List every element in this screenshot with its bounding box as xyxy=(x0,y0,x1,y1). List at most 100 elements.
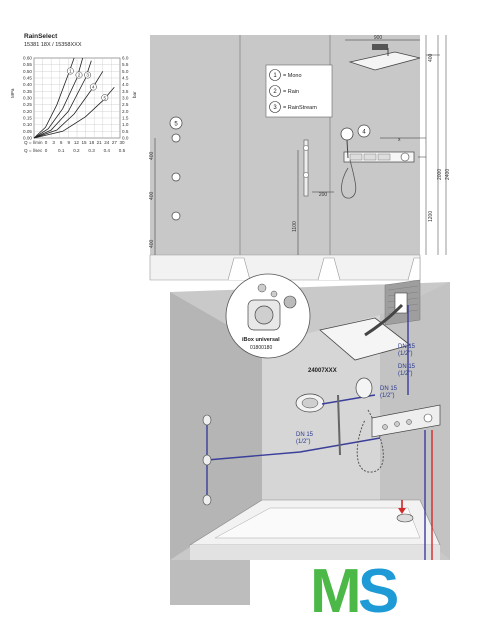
dn-label-inch: (1/2") xyxy=(398,351,412,357)
ibox-part-1 xyxy=(257,283,267,293)
chart-series-marker-5 xyxy=(101,94,109,102)
logo-letter-s: S xyxy=(358,557,399,626)
body-jet-upper xyxy=(202,414,212,426)
chart-series-marker-4 xyxy=(89,83,97,91)
dimension-lines xyxy=(154,35,447,255)
pipe-size-labels: DN 15(1/2")DN 15(1/2")DN 15(1/2")DN 15(1… xyxy=(296,344,416,445)
chart-y-tick-right: 2.0 xyxy=(122,109,129,114)
chart-x-tick-row1: 18 xyxy=(89,140,95,145)
legend-number: 1 xyxy=(273,73,277,79)
callout-5 xyxy=(169,116,183,130)
chart-x-tick-row2: 0.2 xyxy=(73,148,80,153)
chart-x-row1-label: Q = l/min xyxy=(24,140,43,145)
chart-y-tick-left: 0.25 xyxy=(23,102,32,107)
thermostat-btn-b xyxy=(394,421,400,427)
legend-label: = Rain xyxy=(283,89,299,95)
legend-number-circle xyxy=(269,85,281,97)
chart-x-tick-row1: 21 xyxy=(97,140,103,145)
dim-2400: 2400 xyxy=(445,169,451,180)
chart-y-tick-right: 5.0 xyxy=(122,69,129,74)
chart-y-unit-left: MPa xyxy=(10,88,15,98)
chart-series-label-1: 1 xyxy=(69,69,72,74)
install-shower-rail xyxy=(337,394,341,456)
dim-400: 400 xyxy=(428,53,434,62)
chart-y-tick-left: 0.20 xyxy=(23,109,32,114)
chart-subtitle: 15381 18X / 15358XXX xyxy=(24,42,82,48)
callout-4 xyxy=(357,124,371,138)
chart-series-2 xyxy=(33,57,84,139)
hand-shower-head xyxy=(340,127,354,141)
rail-mount-top xyxy=(303,145,309,151)
chart-x-tick-row1: 6 xyxy=(60,140,63,145)
chart-y-tick-left: 0.30 xyxy=(23,96,32,101)
chart-x-tick-row1: 3 xyxy=(52,140,55,145)
dim-200: 200 xyxy=(319,192,328,198)
bathtub-front xyxy=(190,545,440,560)
install-thermostat xyxy=(371,404,441,438)
chart-y-ticks-left: 0.600.550.500.450.400.350.300.250.200.15… xyxy=(23,56,32,141)
body-jet-lower xyxy=(202,494,212,506)
chart-y-tick-right: 2.5 xyxy=(122,102,129,107)
dim-1100: 1100 xyxy=(292,221,298,232)
legend-label: = RainStream xyxy=(283,105,317,111)
legend-number-circle xyxy=(269,69,281,81)
chart-title: RainSelect xyxy=(24,33,58,40)
chart-x-tick-row2: 0.5 xyxy=(119,148,126,153)
floor-block xyxy=(170,560,250,605)
chart-series-marker-1 xyxy=(66,67,74,75)
bath-drain xyxy=(396,513,414,523)
floor-drain-1 xyxy=(227,257,251,281)
left-wall xyxy=(170,292,262,560)
chart-x-tick-row1: 12 xyxy=(74,140,80,145)
drain-arrow-head xyxy=(398,508,406,514)
dn-label-inch: (1/2") xyxy=(398,371,412,377)
dn-label-size: DN 15 xyxy=(398,344,416,350)
ibox-code: 01800180 xyxy=(250,345,272,351)
chart-x-tick-row1: 30 xyxy=(119,140,125,145)
ms-logo: M S xyxy=(310,557,399,626)
dim-1200: 1200 xyxy=(428,211,434,222)
overhead-shower-head xyxy=(348,51,421,71)
installation-view: 24007XXX iBox universal 01800180 xyxy=(170,273,450,605)
chart-x-tick-row2: 0.1 xyxy=(58,148,65,153)
chart-y-tick-right: 3.5 xyxy=(122,89,129,94)
dn-label-inch: (1/2") xyxy=(380,393,394,399)
chart-series-marker-2 xyxy=(75,71,83,79)
overhead-shower-arm xyxy=(364,303,404,337)
legend-label: = Mono xyxy=(283,73,302,79)
thermostat-button-2 xyxy=(363,153,377,161)
chart-y-tick-right: 0.0 xyxy=(122,136,129,141)
chart-series-label-5: 5 xyxy=(104,95,107,100)
legend-number-circle xyxy=(269,101,281,113)
dim-400-b: 400 xyxy=(149,191,155,200)
chart-x-tick-row1: 15 xyxy=(81,140,87,145)
chart-series-label-2: 2 xyxy=(78,73,81,78)
thermostat-button-3 xyxy=(377,153,391,161)
ibox-cap xyxy=(283,295,297,309)
ibox-part-2 xyxy=(270,290,278,298)
chart-y-tick-right: 0.5 xyxy=(122,129,129,134)
bathtub-basin xyxy=(214,507,421,539)
dim-x: x xyxy=(398,137,401,143)
chart-x-tick-row2: 0 xyxy=(45,148,48,153)
floor-drain-3 xyxy=(407,257,421,281)
install-shower-hose xyxy=(356,409,384,473)
dim-2000: 2000 xyxy=(437,169,443,180)
dim-400-a: 400 xyxy=(149,151,155,160)
chart-x-tick-row1: 27 xyxy=(112,140,118,145)
chart-y-tick-right: 4.0 xyxy=(122,82,129,87)
rail-slider xyxy=(303,172,309,178)
legend-number: 3 xyxy=(273,105,277,111)
body-jets xyxy=(202,414,212,506)
chart-y-unit-right: bar xyxy=(132,91,137,98)
chart-y-tick-right: 1.0 xyxy=(122,122,129,127)
product-code: 24007XXX xyxy=(308,368,337,374)
shower-rail xyxy=(303,139,309,197)
chart-y-tick-left: 0.45 xyxy=(23,76,32,81)
ceiling-connector xyxy=(372,44,388,50)
